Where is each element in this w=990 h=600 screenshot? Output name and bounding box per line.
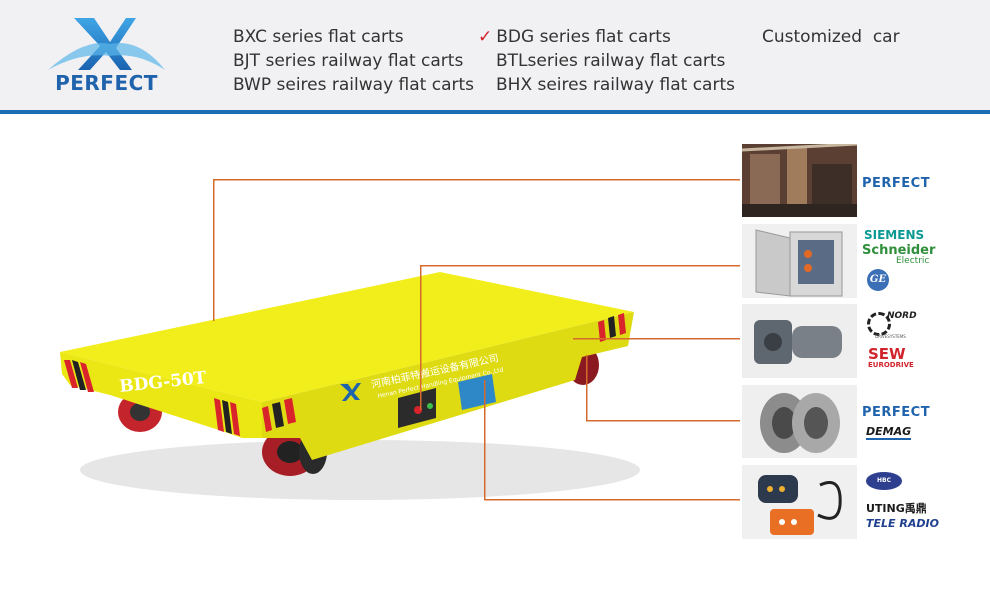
cart-deck <box>60 272 634 402</box>
brand-schneider: Schneider <box>862 243 936 258</box>
brand-perfect-2: PERFECT <box>862 405 931 420</box>
brand-hbc: HBC <box>866 472 902 490</box>
logo-wordmark: PERFECT <box>55 71 158 95</box>
nav-link-bxc[interactable]: BXC series flat carts <box>233 27 404 47</box>
nav-link-bdg-label: BDG series flat carts <box>496 27 671 47</box>
nav-column-1: BXC series flat carts BJT series railway… <box>233 25 474 97</box>
gear-motor-photo <box>742 304 857 378</box>
cart-front-side <box>262 312 634 460</box>
brand-demag: DEMAG <box>866 425 912 440</box>
cart-shadow <box>80 440 640 500</box>
brand-perfect-1: PERFECT <box>862 176 931 191</box>
nav-link-btl[interactable]: BTLseries railway flat carts <box>496 51 726 71</box>
cart-logo-icon <box>340 383 361 401</box>
electrical-cabinet-photo <box>742 224 857 298</box>
nav-link-bwp[interactable]: BWP seires railway flat carts <box>233 75 475 95</box>
brand-uting-cn: 禹鼎 <box>904 502 927 515</box>
nav-link-customized[interactable]: Customized car <box>762 27 900 47</box>
header-divider <box>0 110 990 114</box>
nav-link-bhx[interactable]: BHX seires railway flat carts <box>496 75 735 95</box>
remote-control-photo <box>742 465 857 539</box>
leader-lines <box>213 179 740 501</box>
nord-gear-icon <box>867 312 891 336</box>
motor-box <box>458 374 496 410</box>
wheel-set-photo <box>742 385 857 458</box>
nav-link-bdg[interactable]: ✓BDG series flat carts <box>478 25 735 49</box>
control-box <box>398 388 436 428</box>
brand-ge: GE <box>867 269 889 291</box>
brand-nord-sub: DRIVESYSTEMS <box>875 334 906 339</box>
brand-nord: NORD <box>887 311 917 321</box>
brand-siemens: SIEMENS <box>864 228 925 242</box>
brand-sew-eurodrive: EURODRIVE <box>868 361 914 369</box>
flat-cart-illustration: BDG-50T 河南柏菲特搬运设备有限公司 Henan Perfect Hand… <box>60 179 740 501</box>
brand-teleradio: TELE RADIO <box>866 517 939 530</box>
cart-structure-photo <box>742 144 857 217</box>
brand-schneider-electric: Electric <box>896 256 930 266</box>
brand-sew: SEW <box>868 345 906 363</box>
brand-uting-label: UTING <box>866 502 905 515</box>
check-icon: ✓ <box>478 27 493 47</box>
perfect-logo[interactable]: PERFECT <box>44 16 169 95</box>
perfect-logo-icon <box>48 18 165 70</box>
nav-column-2: ✓BDG series flat carts BTLseries railway… <box>478 25 735 97</box>
nav-link-bjt[interactable]: BJT series railway flat carts <box>233 51 464 71</box>
hazard-stripes <box>64 313 626 436</box>
cart-left-side <box>60 352 262 438</box>
nav-column-3: Customized car <box>762 25 900 49</box>
brand-uting: UTING禹鼎 <box>866 500 927 516</box>
header-bar: PERFECT BXC series flat carts BJT series… <box>0 0 990 110</box>
